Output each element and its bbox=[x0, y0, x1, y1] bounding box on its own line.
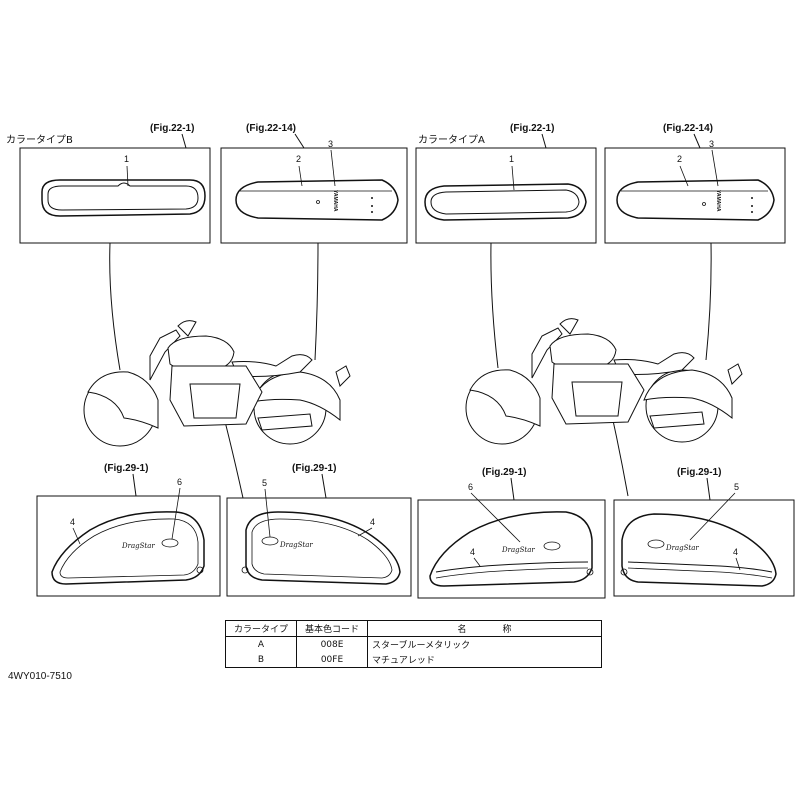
callout-2-a: 2 bbox=[677, 154, 682, 164]
fig-label-22-14-a: (Fig.22-14) bbox=[663, 123, 713, 134]
fig-label-22-14-b: (Fig.22-14) bbox=[246, 123, 296, 134]
header-name: 名 称 bbox=[367, 620, 602, 637]
callout-4-a-left: 4 bbox=[470, 547, 475, 557]
row-code: 00FE bbox=[296, 652, 368, 668]
table-row: A 008E スターブルーメタリック bbox=[225, 636, 602, 652]
header-base-color-code: 基本色コード bbox=[296, 620, 368, 637]
callout-6-b: 6 bbox=[177, 477, 182, 487]
table-row: B 00FE マチュアレッド bbox=[225, 652, 602, 668]
callout-6-a: 6 bbox=[468, 482, 473, 492]
callout-4-b-left: 4 bbox=[70, 517, 75, 527]
row-name: マチュアレッド bbox=[367, 652, 602, 668]
color-type-a-label: カラータイプA bbox=[418, 134, 485, 146]
color-code-table: カラータイプ 基本色コード 名 称 A 008E スターブルーメタリック B 0… bbox=[225, 620, 602, 668]
tank-logo-a-right: DragStar bbox=[665, 544, 699, 552]
fuel-tank-right-panel-b: DragStar 5 4 bbox=[226, 478, 412, 597]
callout-4-a-right: 4 bbox=[733, 547, 738, 557]
fuel-tank-left-panel-b: DragStar 4 6 bbox=[36, 477, 221, 597]
tank-logo-b-left: DragStar bbox=[121, 542, 155, 550]
color-type-b-label: カラータイプB bbox=[6, 134, 73, 146]
fig-label-29-1-b-left: (Fig.29-1) bbox=[104, 463, 148, 474]
table-header-row: カラータイプ 基本色コード 名 称 bbox=[225, 620, 602, 637]
callout-1-b: 1 bbox=[124, 154, 129, 164]
part-code: 4WY010-7510 bbox=[8, 671, 72, 682]
callout-4-b-right: 4 bbox=[370, 517, 375, 527]
tank-logo-b-right: DragStar bbox=[279, 541, 313, 549]
yamaha-emblem-b: YAMAHA bbox=[332, 190, 338, 212]
row-code: 008E bbox=[296, 636, 368, 652]
fig-label-22-1-a: (Fig.22-1) bbox=[510, 123, 554, 134]
tank-logo-a-left: DragStar bbox=[501, 546, 535, 554]
fender-top-panel-b: YAMAHA 2 3 bbox=[220, 139, 408, 244]
yamaha-emblem-a: YAMAHA bbox=[715, 190, 721, 212]
front-fender-panel-b: 1 bbox=[19, 147, 211, 244]
fuel-tank-left-panel-a: DragStar 6 4 bbox=[417, 482, 606, 599]
row-type: A bbox=[225, 636, 297, 652]
callout-3-b: 3 bbox=[328, 139, 333, 149]
callout-5-b: 5 bbox=[262, 478, 267, 488]
row-type: B bbox=[225, 652, 297, 668]
header-color-type: カラータイプ bbox=[225, 620, 297, 637]
callout-2-b: 2 bbox=[296, 154, 301, 164]
callout-3-a: 3 bbox=[709, 139, 714, 149]
callout-5-a: 5 bbox=[734, 482, 739, 492]
motorcycle-illustration-b bbox=[83, 320, 351, 447]
fig-label-22-1-b: (Fig.22-1) bbox=[150, 123, 194, 134]
fender-top-panel-a: YAMAHA 2 3 bbox=[604, 139, 786, 244]
fig-label-29-1-a-left: (Fig.29-1) bbox=[482, 467, 526, 478]
fig-label-29-1-a-right: (Fig.29-1) bbox=[677, 467, 721, 478]
row-name: スターブルーメタリック bbox=[367, 636, 602, 652]
motorcycle-illustration-a bbox=[465, 318, 743, 445]
fig-label-29-1-b-right: (Fig.29-1) bbox=[292, 463, 336, 474]
fuel-tank-right-panel-a: DragStar 5 4 bbox=[613, 482, 795, 597]
front-fender-panel-a: 1 bbox=[415, 147, 597, 244]
callout-1-a: 1 bbox=[509, 154, 514, 164]
